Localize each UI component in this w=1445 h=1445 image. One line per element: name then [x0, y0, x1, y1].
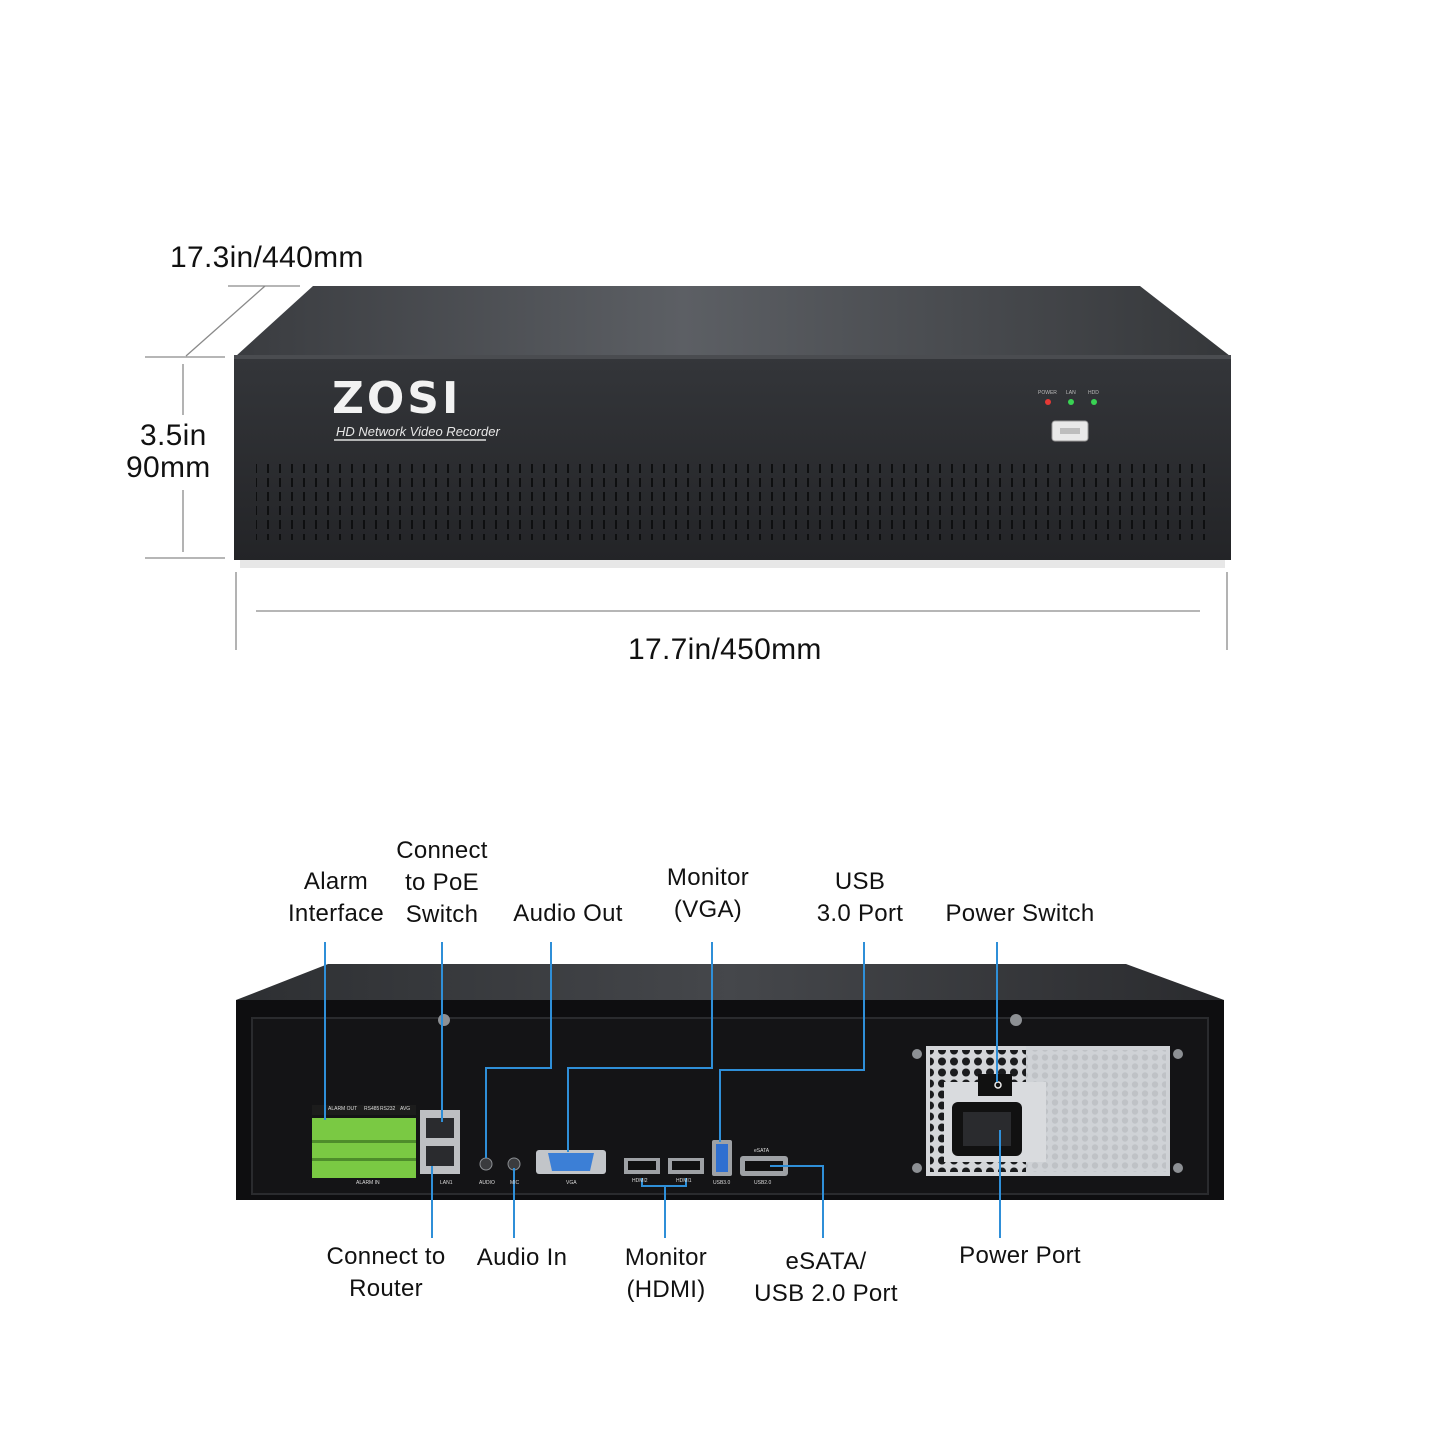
- lan-led-label: LAN: [1066, 390, 1076, 396]
- rs232-port-label: RS232: [380, 1106, 396, 1112]
- front-ventilation-slots: [256, 460, 1212, 540]
- alarm-terminal-block: [312, 1105, 416, 1178]
- callout-line-text: Audio In: [476, 1244, 568, 1271]
- callout-usb3: USB 3.0 Port: [800, 866, 920, 930]
- lan-ports: [420, 1110, 460, 1174]
- callout-line-text: Connect to: [326, 1243, 446, 1270]
- callout-power-port: Power Port: [940, 1240, 1100, 1272]
- callout-audio-out: Audio Out: [498, 898, 638, 930]
- lan-led-icon: [1068, 399, 1074, 405]
- depth-dimension-label: 17.3in/440mm: [170, 241, 364, 274]
- alarm-in-port-label: ALARM IN: [356, 1180, 380, 1186]
- callout-line-text: to PoE: [405, 869, 479, 896]
- callout-line-text: Switch: [405, 901, 479, 928]
- esata-port-label: eSATA: [754, 1148, 770, 1154]
- usb2-port-label: USB2.0: [754, 1180, 772, 1186]
- audio-out-jack: [479, 1157, 493, 1171]
- brand-subtitle: HD Network Video Recorder: [336, 424, 500, 439]
- avg-port-label: AVG: [400, 1106, 411, 1112]
- power-led-label: POWER: [1038, 390, 1057, 396]
- power-led-icon: [1045, 399, 1051, 405]
- callout-line-text: Alarm: [303, 868, 369, 895]
- callout-line-text: Power Port: [959, 1242, 1081, 1269]
- rs485-port-label: RS485: [364, 1106, 380, 1112]
- callout-line-text: (VGA): [673, 896, 743, 923]
- width-dimension-label: 17.7in/450mm: [628, 633, 822, 666]
- callout-line-text: Monitor: [666, 864, 750, 891]
- callout-line-text: (HDMI): [626, 1276, 706, 1303]
- hdd-led-label: HDD: [1088, 390, 1099, 396]
- callout-power-switch: Power Switch: [930, 898, 1110, 930]
- callout-line-text: Monitor: [624, 1244, 708, 1271]
- vga-port-label: VGA: [566, 1180, 577, 1186]
- callout-line-text: USB: [834, 868, 886, 895]
- dimension-lines: [145, 285, 1228, 650]
- callout-line-text: Power Switch: [945, 900, 1095, 927]
- callout-lines: [324, 942, 1001, 1238]
- callout-esata-usb2: eSATA/ USB 2.0 Port: [746, 1246, 906, 1310]
- callout-router: Connect to Router: [312, 1241, 460, 1305]
- hdmi2-port-label: HDMI2: [632, 1178, 648, 1184]
- brand-logo: ZOSI: [332, 373, 462, 424]
- front-view-chassis: [234, 286, 1231, 568]
- audio-port-label: AUDIO: [479, 1180, 495, 1186]
- height-dimension-inches-label: 3.5in: [140, 419, 207, 452]
- callout-line-text: Audio Out: [513, 900, 623, 927]
- hdd-led-icon: [1091, 399, 1097, 405]
- callout-line-text: 3.0 Port: [816, 900, 904, 927]
- alarm-out-port-label: ALARM OUT: [328, 1106, 358, 1112]
- mic-port-label: MIC: [510, 1180, 520, 1186]
- callout-monitor-vga: Monitor (VGA): [648, 862, 768, 926]
- callout-line-text: eSATA/: [785, 1248, 867, 1275]
- height-dimension-mm-label: 90mm: [126, 451, 211, 484]
- callout-poe-switch: Connect to PoE Switch: [382, 835, 502, 931]
- callout-monitor-hdmi: Monitor (HDMI): [606, 1242, 726, 1306]
- hdmi1-port-label: HDMI1: [676, 1178, 692, 1184]
- callout-line-text: Connect: [396, 837, 488, 864]
- callout-alarm-interface: Alarm Interface: [276, 866, 396, 930]
- callout-line-text: Router: [349, 1275, 423, 1302]
- usb3-port-label: USB3.0: [713, 1180, 731, 1186]
- callout-line-text: USB 2.0 Port: [754, 1280, 898, 1307]
- vga-port: [536, 1150, 606, 1174]
- callout-line-text: Interface: [287, 900, 385, 927]
- lan1-port-label: LAN1: [440, 1180, 453, 1186]
- callout-audio-in: Audio In: [462, 1242, 582, 1274]
